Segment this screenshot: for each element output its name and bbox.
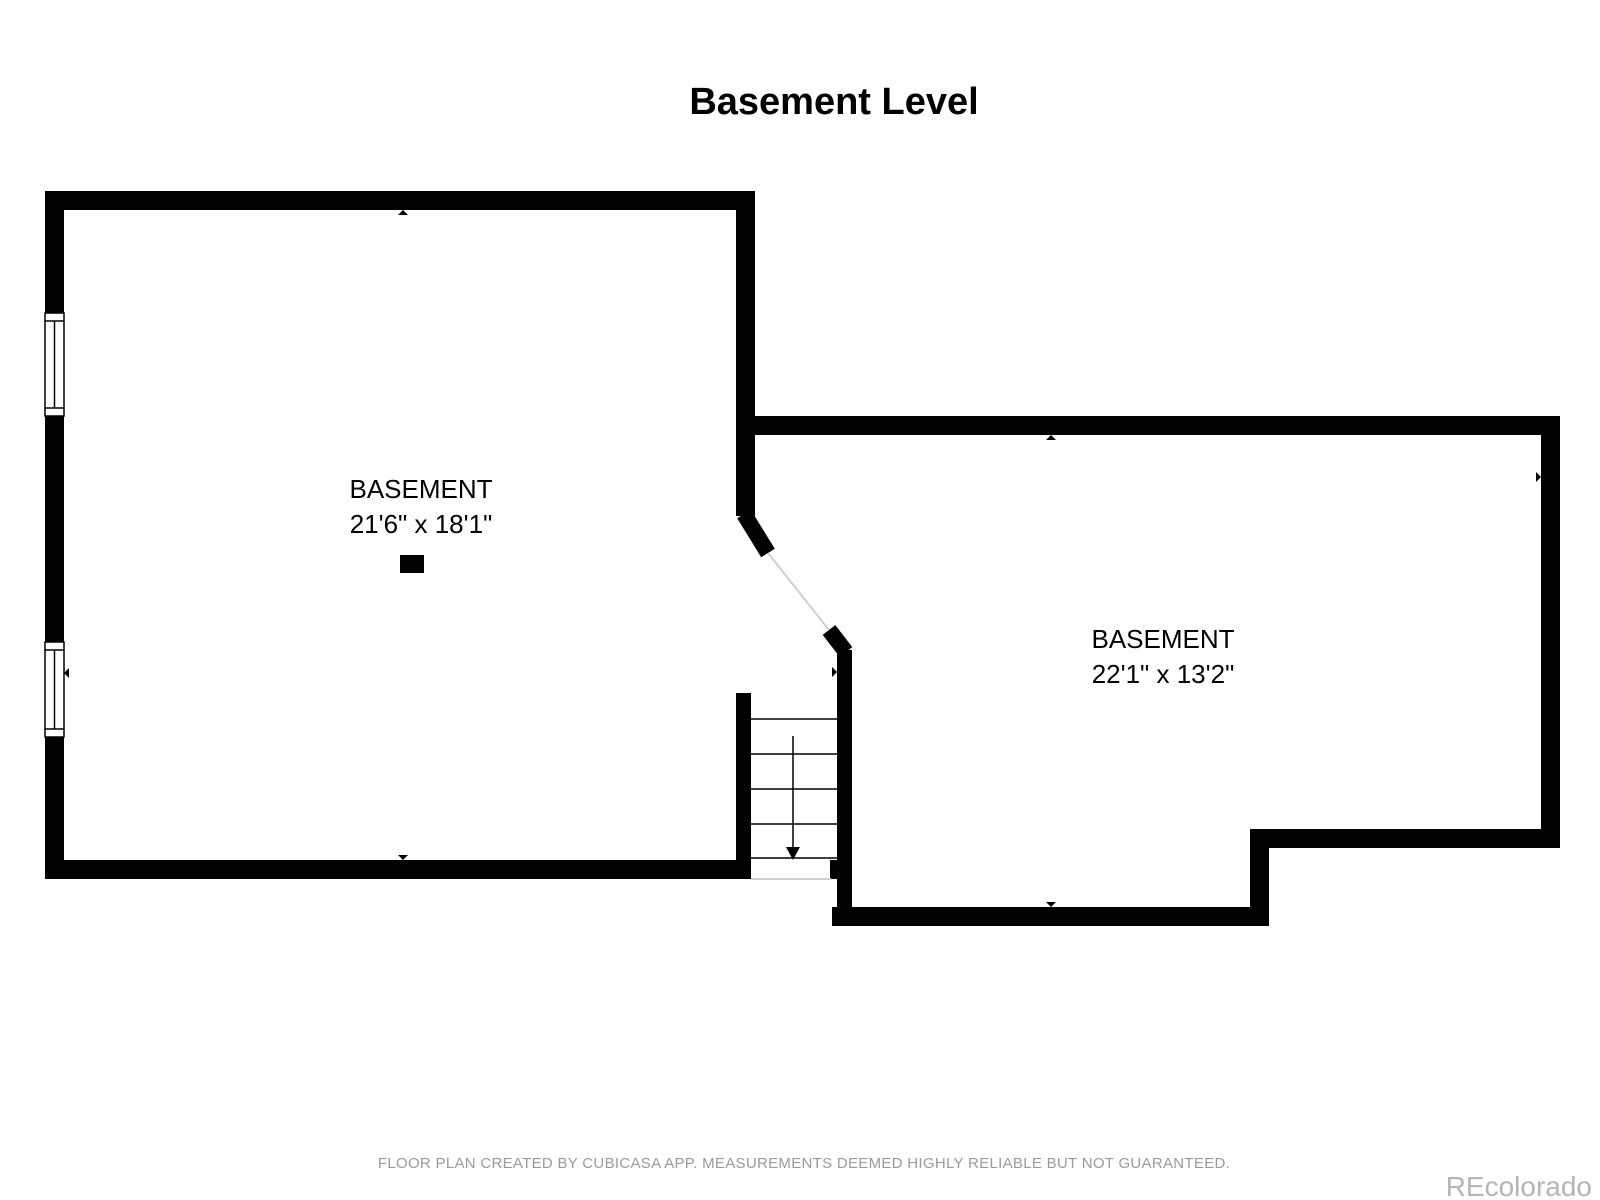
angled-opening (767, 552, 830, 631)
angled-wall-upper (737, 509, 775, 558)
left-room-top-wall (45, 191, 755, 210)
left-room-windows (44, 312, 65, 738)
left-room-left-wall-lower (45, 737, 64, 879)
right-room-bottom-wall (832, 907, 1269, 926)
dimension-marker-icon (64, 668, 69, 678)
right-room-corner-block (830, 860, 852, 879)
disclaimer-text: FLOOR PLAN CREATED BY CUBICASA APP. MEAS… (378, 1155, 1230, 1172)
right-room-right-wall (1541, 416, 1560, 848)
room-label-right: BASEMENT (1091, 624, 1234, 654)
dimension-marker-icon (748, 472, 753, 482)
right-room-walls (748, 416, 1560, 926)
dimension-marker-icon (1046, 435, 1056, 440)
arrow-down-icon (786, 847, 800, 860)
left-room-right-wall-upper (736, 191, 755, 516)
dimension-marker-icon (1046, 902, 1056, 907)
page-title: Basement Level (689, 81, 978, 123)
stairs-icon (751, 718, 837, 859)
left-room-right-wall-lower (736, 693, 751, 879)
dimension-marker-icon (398, 855, 408, 860)
right-room-left-wall (837, 650, 852, 926)
left-room-left-wall-middle (45, 416, 64, 642)
dimension-markers (64, 210, 1541, 907)
angled-wall-lower (822, 625, 853, 657)
left-room-left-wall-upper (45, 191, 64, 313)
fixture-icon (400, 555, 424, 573)
dimension-marker-icon (398, 210, 408, 215)
angled-walls (737, 509, 853, 657)
room-dimensions-right: 22'1" x 13'2" (1092, 659, 1235, 689)
dimension-marker-icon (1536, 472, 1541, 482)
brand-watermark: REcolorado (1446, 1171, 1592, 1200)
left-room-bottom-wall (45, 860, 750, 879)
right-room-step-wall (1250, 829, 1269, 926)
room-label-left: BASEMENT (349, 474, 492, 504)
right-room-step-top-wall (1250, 829, 1560, 848)
dimension-marker-icon (832, 667, 837, 677)
right-room-top-wall (748, 416, 1560, 435)
room-dimensions-left: 21'6" x 18'1" (350, 509, 493, 539)
